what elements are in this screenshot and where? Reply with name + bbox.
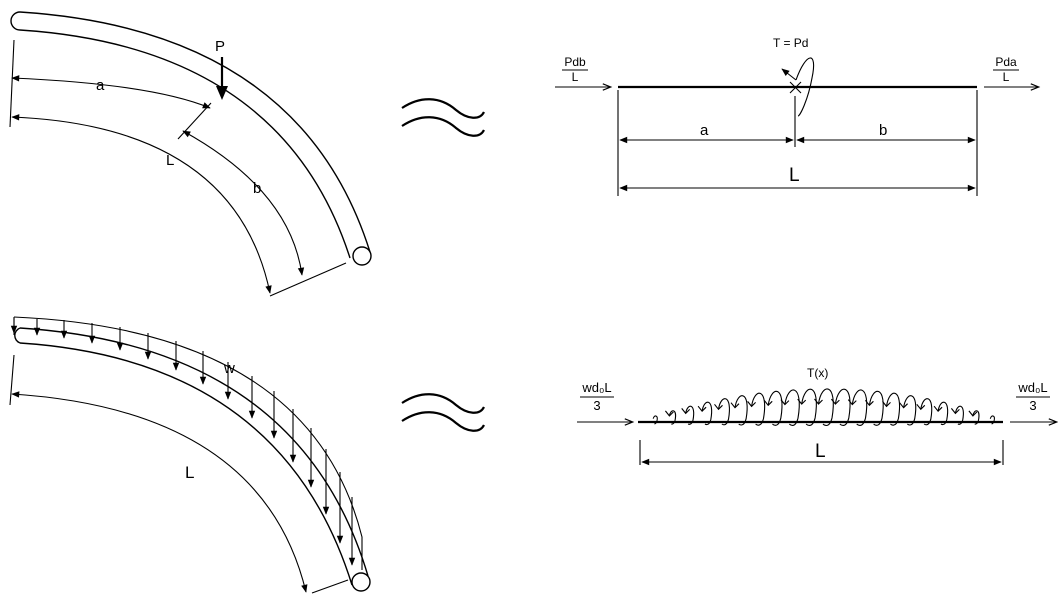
torque-loop-arrowhead [747, 401, 756, 408]
pipe-segment [10, 11, 372, 266]
distributed-load-label: w [223, 360, 235, 377]
dim-L-label: L [166, 152, 174, 169]
pipe-end-circle [351, 572, 371, 592]
load-position-tick [177, 102, 212, 140]
pipe-distributed-load-view: w L [9, 316, 371, 594]
torque-loop [701, 401, 713, 426]
torque-loop [868, 390, 884, 426]
left-force-numerator: Pdb [564, 55, 586, 69]
torque-loop [685, 405, 695, 425]
torque-loop [767, 390, 783, 426]
equivalence-symbol-top [401, 98, 485, 137]
dim-L-arc [11, 114, 272, 294]
torque-loop [751, 392, 766, 426]
torque-loop [668, 410, 677, 425]
torque-loop-arrowhead [968, 410, 978, 417]
torque-loop-arrowhead [763, 399, 773, 407]
dim-L-label: L [789, 165, 800, 186]
right-force-denominator: L [1003, 70, 1010, 84]
torque-loop [817, 388, 834, 427]
right-force-numerator: wd₀L [1017, 380, 1047, 395]
pipe-segment [14, 327, 371, 592]
dim-b-label: b [253, 180, 261, 197]
torque-loop-arrowhead [950, 408, 960, 415]
torque-loop [989, 415, 995, 425]
torque-loop-arrowhead [864, 399, 874, 407]
torque-loop-arrowhead [780, 399, 790, 406]
torque-loop-arrowhead [730, 402, 740, 409]
dim-b-arc [182, 130, 305, 276]
point-load-label: P [215, 38, 225, 55]
end-tick [311, 579, 349, 594]
moment-label: T(x) [807, 366, 828, 380]
torque-loop-arrowhead [933, 405, 943, 413]
distributed-load-arrows [10, 318, 356, 566]
load-envelope [13, 316, 363, 570]
torque-loop [937, 401, 949, 426]
torque-loop [903, 395, 917, 426]
torque-loop [834, 388, 851, 427]
torque-loop [784, 389, 800, 426]
torque-loop [885, 392, 901, 426]
right-force-denominator: 3 [1029, 398, 1036, 413]
dim-a-label: a [96, 77, 105, 94]
right-axial-force: Pda L [984, 55, 1041, 91]
torque-loop-arrowhead [899, 402, 908, 409]
torque-loop-arrowhead [882, 401, 891, 408]
left-force-denominator: 3 [593, 398, 600, 413]
torque-loop [920, 398, 933, 426]
torque-loop-arrowhead [697, 405, 707, 413]
dim-b-label: b [879, 122, 887, 139]
torque-loop [801, 388, 817, 427]
torque-moment: T = Pd [773, 36, 815, 117]
dim-L-label: L [815, 441, 826, 462]
equivalence-symbol-bottom [401, 393, 485, 432]
left-force-denominator: L [572, 70, 579, 84]
point-load-arrow: P [215, 38, 228, 100]
torque-loop-arrowhead [681, 408, 691, 415]
torque-loop [652, 415, 658, 425]
pipe-point-load-view: P a b L [9, 11, 372, 297]
dim-a-arc [11, 75, 211, 109]
beam-point-moment-view: Pdb L Pda L T = Pd a b L [555, 36, 1041, 196]
moment-label: T = Pd [773, 36, 808, 50]
distributed-torque-loops [652, 388, 995, 427]
start-tick [9, 354, 15, 406]
left-force-numerator: wd₀L [581, 380, 611, 395]
end-tick [269, 262, 347, 297]
torque-loop-arrowhead [814, 398, 823, 405]
torque-loop-arrowhead [916, 403, 926, 411]
torque-loop [851, 389, 868, 426]
torque-loop [954, 405, 964, 425]
beam-distributed-moment-view: wd₀L 3 wd₀L 3 T(x) L [577, 366, 1058, 466]
right-force-numerator: Pda [995, 55, 1017, 69]
left-axial-force: wd₀L 3 [577, 380, 635, 426]
torque-loop [972, 410, 980, 425]
dim-L-arc [11, 391, 308, 593]
dim-a-label: a [700, 122, 709, 139]
torque-loop-arrowhead [847, 399, 857, 406]
torque-loop [717, 398, 730, 426]
torque-loop [734, 395, 748, 426]
right-axial-force: wd₀L 3 [1010, 380, 1058, 426]
left-axial-force: Pdb L [555, 55, 613, 91]
torque-loop-arrowhead [714, 403, 723, 411]
start-tick [9, 39, 15, 128]
torque-loop-arrowhead [664, 410, 674, 417]
torque-loop-arrowhead [830, 398, 840, 405]
pipe-end-circle [352, 246, 372, 266]
dim-L-label: L [185, 463, 194, 482]
torque-loop-arrowhead [797, 398, 807, 405]
moment-cross-2 [789, 81, 802, 94]
